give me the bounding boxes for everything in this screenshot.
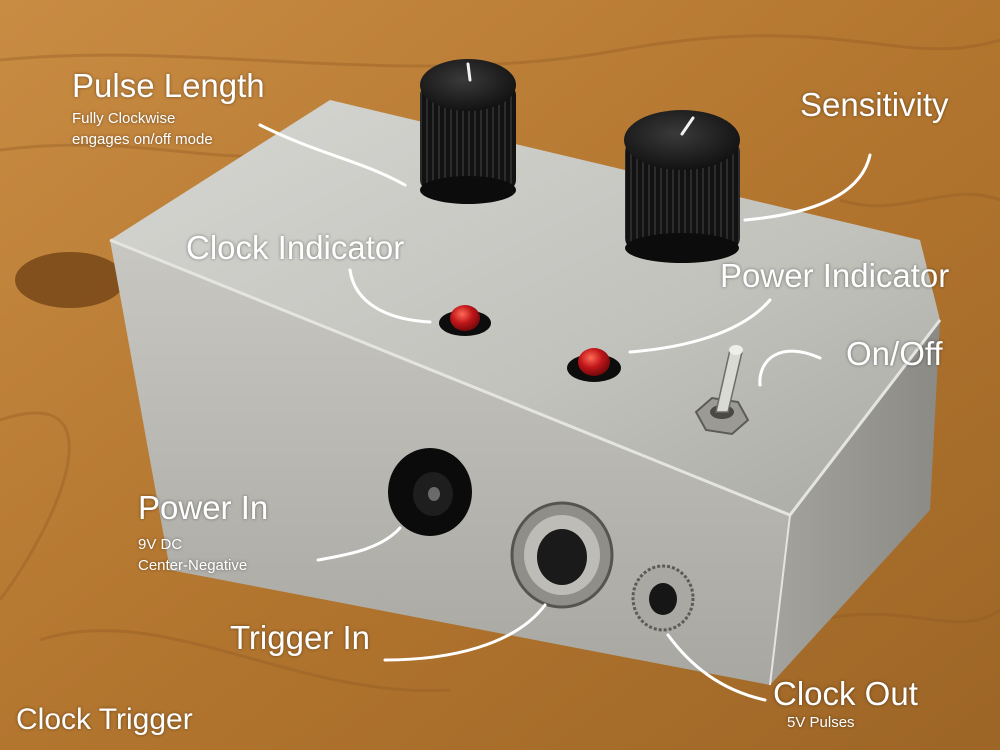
clock-out-note: 5V Pulses: [787, 714, 855, 731]
on-off-label: On/Off: [846, 335, 943, 372]
on-off-toggle-switch[interactable]: [694, 345, 750, 436]
clock-indicator-label: Clock Indicator: [186, 229, 405, 266]
power-in-note-line1: 9V DC: [138, 536, 183, 553]
image-caption: Clock Trigger: [16, 703, 193, 736]
power-in-note-line2: Center-Negative: [138, 557, 248, 574]
power-indicator-label: Power Indicator: [720, 257, 950, 294]
clock-out-label: Clock Out: [773, 675, 918, 712]
sensitivity-label: Sensitivity: [800, 86, 949, 123]
trigger-in-jack[interactable]: [510, 501, 614, 609]
callout-lines: [258, 123, 872, 702]
trigger-in-label: Trigger In: [230, 619, 370, 656]
pulse-length-knob[interactable]: [420, 59, 516, 204]
wood-knot: [15, 252, 125, 308]
pulse-length-note-line2: engages on/off mode: [72, 131, 213, 148]
wood-grain: [0, 34, 1000, 693]
power-indicator-led: [567, 348, 621, 382]
pulse-length-label: Pulse Length: [72, 67, 265, 104]
sensitivity-knob[interactable]: [624, 110, 740, 263]
pulse-length-note-line1: Fully Clockwise: [72, 110, 176, 127]
power-in-label: Power In: [138, 489, 269, 526]
power-in-jack[interactable]: [388, 448, 472, 536]
clock-indicator-led: [439, 305, 491, 336]
clock-out-jack[interactable]: [631, 564, 695, 632]
